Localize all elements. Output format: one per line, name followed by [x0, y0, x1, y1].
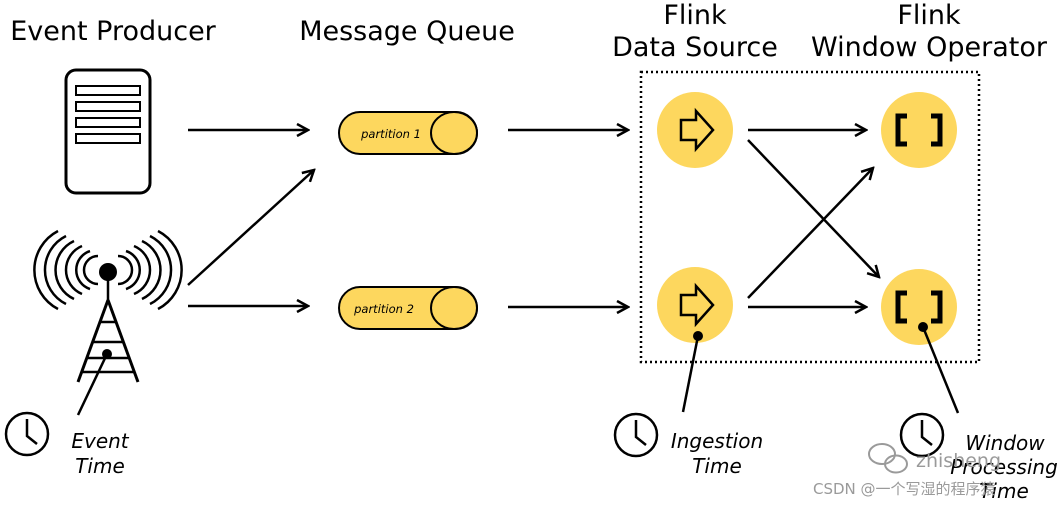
window-operator-2 [881, 269, 957, 345]
heading-flink-window-line2: Window Operator [811, 32, 1048, 63]
source-operator-1 [657, 92, 733, 168]
flink-job-boundary [639, 70, 981, 364]
heading-flink-source-line2: Data Source [612, 32, 778, 63]
clock-icon [613, 412, 659, 458]
processing-time-label-line1: Window [965, 431, 1045, 455]
ingestion-time-pointer [681, 335, 700, 413]
source-operator-2 [657, 267, 733, 343]
queue-to-source-arrows [508, 130, 628, 307]
window-bracket-icon [895, 290, 943, 324]
watermark-brand: zhisheng [916, 450, 1001, 472]
partition-2: partition 2 [338, 286, 478, 330]
antenna-icon [33, 229, 183, 383]
wechat-icon [868, 443, 908, 474]
partition-2-label: partition 2 [353, 302, 414, 316]
clock-icon [4, 411, 50, 457]
event-time-label-line2: Time [75, 454, 125, 478]
server-icon [64, 68, 152, 195]
producer-to-queue-arrows [187, 130, 314, 306]
processing-time-label-line2: Processing [950, 455, 1058, 479]
arrow-right-icon [679, 107, 715, 153]
partition-1: partition 1 [338, 111, 478, 155]
heading-flink-window-line1: Flink [897, 0, 961, 31]
heading-event-producer: Event Producer [10, 16, 216, 47]
partition-1-label: partition 1 [360, 127, 421, 141]
event-time-pointer [76, 353, 109, 416]
processing-time-pointer [921, 326, 960, 414]
source-to-window-arrows [747, 130, 879, 307]
arrow-right-icon [679, 282, 715, 328]
ingestion-time-label-line1: Ingestion [671, 429, 763, 453]
window-operator-1 [881, 92, 957, 168]
heading-flink-source-line1: Flink [663, 0, 727, 31]
window-bracket-icon [895, 113, 943, 147]
processing-time-label-line3: Time [979, 479, 1029, 503]
watermark-credit: CSDN @一个写湿的程序猿 [813, 480, 996, 498]
ingestion-time-label-line2: Time [692, 454, 742, 478]
event-time-label-line1: Event [71, 429, 129, 453]
clock-icon [899, 412, 945, 458]
heading-message-queue: Message Queue [299, 16, 515, 47]
